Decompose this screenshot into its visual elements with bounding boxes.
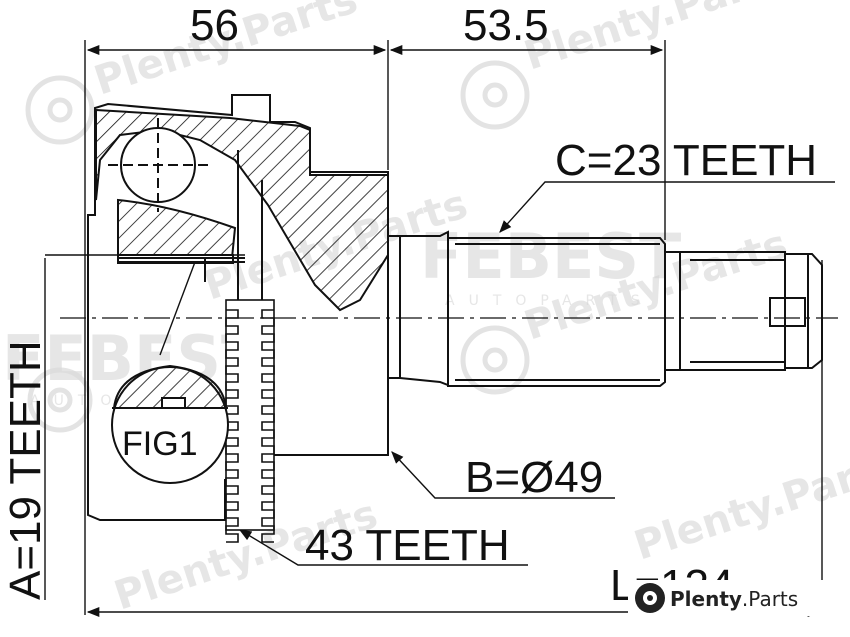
abs-ring <box>225 299 275 543</box>
spline-section <box>447 237 666 387</box>
watermark-text: Plenty.Parts <box>629 441 850 569</box>
shaft-keyway <box>769 297 806 327</box>
label-abs-teeth: 43 TEETH <box>305 521 510 570</box>
logo-word: Plenty.Parts <box>670 587 798 611</box>
brake-disc-icon <box>635 583 665 613</box>
watermark-disc-icon <box>25 60 530 433</box>
shaft-neck <box>388 235 401 379</box>
cv-joint-body <box>60 94 838 543</box>
inner-race <box>117 198 237 259</box>
watermark-fixed-sub: AUTOPARTS <box>445 293 654 309</box>
dim-right-length: 53.5 <box>463 1 549 50</box>
label-spline-a: A=19 TEETH <box>1 340 50 600</box>
dim-left-length: 56 <box>190 1 239 50</box>
housing-outline <box>87 94 389 521</box>
shaft-tail <box>665 251 786 371</box>
label-diameter-b: B=Ø49 <box>465 453 603 502</box>
watermark-fixed-brand: FEBEST <box>420 220 681 293</box>
shaft-end <box>785 253 823 369</box>
figure-label: FIG1 <box>122 425 198 463</box>
label-spline-c: C=23 TEETH <box>555 136 817 185</box>
housing-section-top <box>95 108 389 312</box>
watermark-text: Plenty.Parts <box>519 0 793 80</box>
brand-logo: Plenty.Parts <box>628 580 828 616</box>
